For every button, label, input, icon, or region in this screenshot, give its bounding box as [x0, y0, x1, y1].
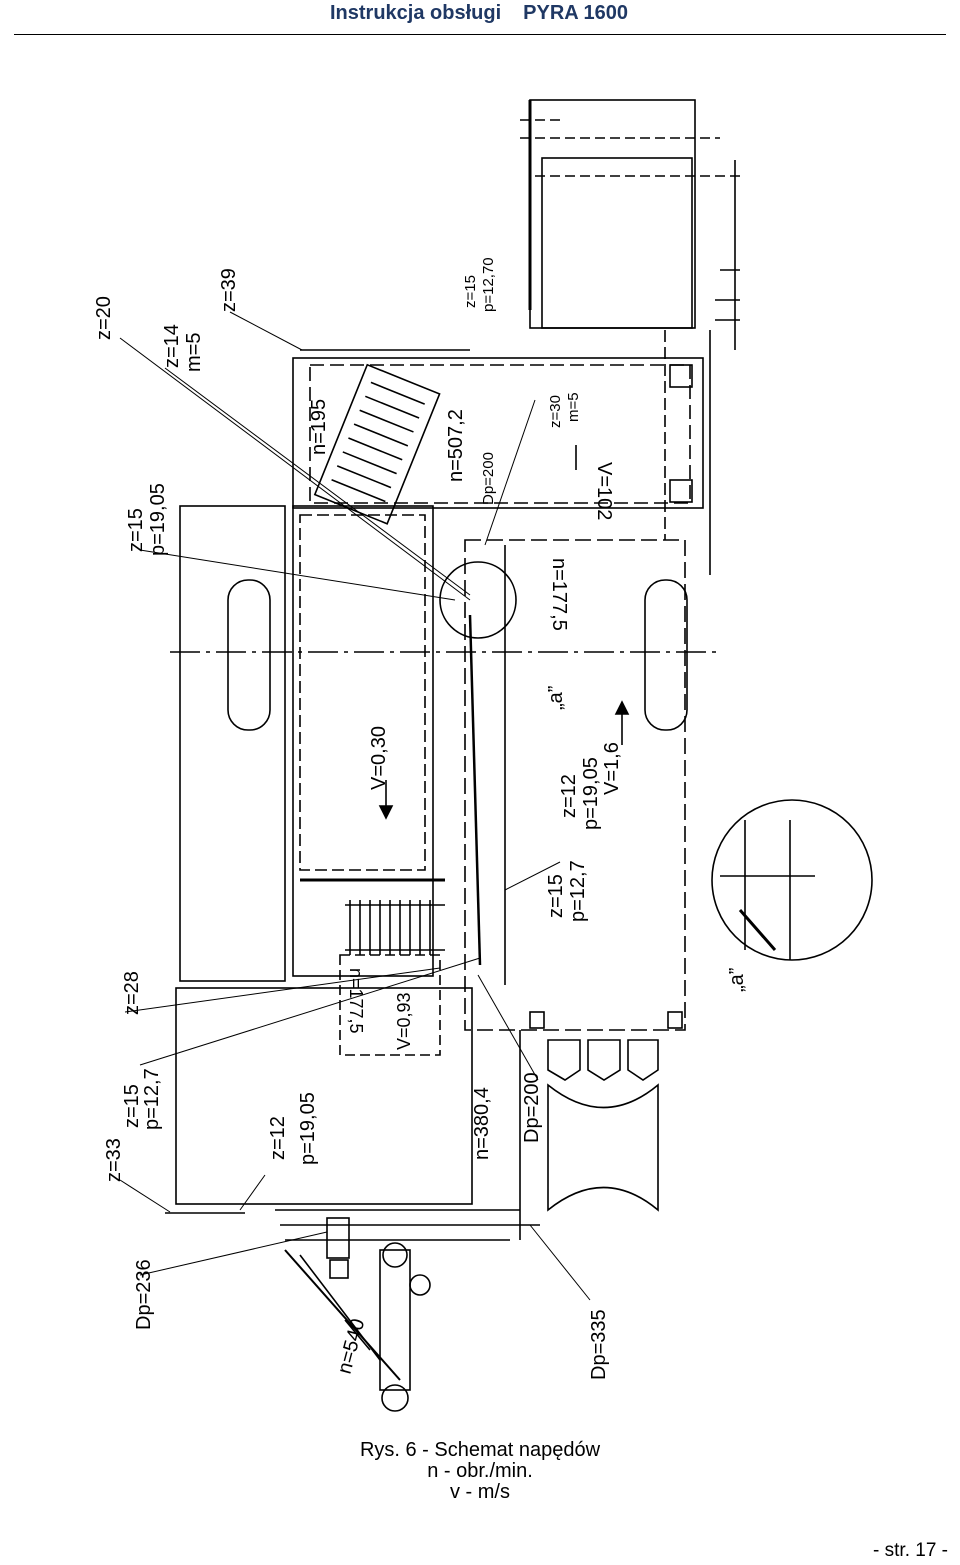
label-v093: V=0,93	[394, 992, 414, 1050]
label-z33: z=33	[103, 1138, 125, 1182]
upper-frame	[292, 357, 704, 509]
leader-dp335	[529, 1224, 591, 1301]
label-z12b: z=12	[267, 1116, 289, 1160]
right-wheel	[644, 579, 688, 731]
drive-schematic-drawing: z=20 z=14 m=5 z=39 z=15 p=12,70 n=195 n=…	[93, 99, 873, 1412]
label-p1905c: p=19,05	[297, 1092, 319, 1165]
center-frame	[292, 505, 434, 977]
caption-line-3: v - m/s	[450, 1481, 510, 1503]
motor-assembly	[284, 1217, 431, 1412]
right-box-1	[529, 1011, 545, 1029]
label-p1905a: p=19,05	[147, 483, 169, 556]
upper-frame-dashed	[309, 364, 691, 504]
left-frame	[179, 505, 286, 982]
leader-z12b	[239, 1174, 266, 1211]
detail-circle	[711, 799, 873, 961]
label-z15a: z=15	[462, 275, 479, 308]
comb-roller	[345, 900, 445, 955]
corner-box-1	[669, 364, 693, 388]
leader-dp200b	[477, 974, 539, 1081]
label-p1270: p=12,70	[480, 257, 497, 312]
label-z39: z=39	[218, 268, 240, 312]
leader-z39	[229, 311, 303, 351]
label-a-quote-2: „a”	[726, 968, 748, 992]
caption-line-1: Rys. 6 - Schemat napędów	[359, 1439, 601, 1461]
label-p127b: p=12,7	[141, 1068, 163, 1130]
page-number: - str. 17 -	[873, 1540, 948, 1561]
leader-z14	[164, 367, 471, 596]
label-z15c: z=15	[545, 874, 567, 918]
label-n3804: n=380,4	[471, 1087, 493, 1160]
label-z12a: z=12	[558, 774, 580, 818]
label-v102: V=102	[593, 462, 615, 520]
label-p127: p=12,7	[567, 860, 589, 922]
label-n5072: n=507,2	[445, 409, 467, 482]
label-n1775a: n=177,5	[548, 558, 570, 631]
label-n1775b: n=177,5	[346, 968, 366, 1034]
label-dp236: Dp=236	[133, 1259, 155, 1330]
label-dp200a: Dp=200	[480, 452, 497, 505]
label-z15d: z=15	[121, 1084, 143, 1128]
roller-bracket-3	[627, 1039, 659, 1081]
arrow-v030-head	[378, 805, 394, 820]
left-wheel	[227, 579, 271, 731]
leader-z28	[124, 967, 441, 1013]
roller-drum	[547, 1083, 659, 1212]
figure-caption: Rys. 6 - Schemat napędów n - obr./min. v…	[0, 1440, 960, 1503]
frame-top-outer	[529, 99, 696, 329]
frame-top-inner	[541, 157, 693, 329]
header-title-left: Instrukcja obsługi	[330, 2, 502, 24]
leader-z15b	[139, 549, 456, 601]
label-z14: z=14	[161, 324, 183, 368]
label-dp200b: Dp=200	[521, 1072, 543, 1143]
leader-z30	[484, 399, 536, 546]
label-m5: m=5	[183, 333, 205, 372]
right-box-2	[667, 1011, 683, 1029]
header-title-right: PYRA 1600	[523, 2, 629, 24]
leader-z15d	[139, 957, 481, 1066]
lower-center-box	[339, 954, 441, 1056]
leader-dp236	[139, 1231, 328, 1276]
header-title: Instrukcja obsługi PYRA 1600	[330, 2, 650, 25]
roller-bracket-2	[587, 1039, 621, 1081]
leader-z15c	[504, 861, 561, 891]
label-z28: z=28	[121, 971, 143, 1015]
main-chain	[468, 614, 482, 966]
label-m5b: m=5	[565, 392, 582, 422]
roller-bracket-1	[547, 1039, 581, 1081]
arrow-v16-head	[614, 700, 630, 715]
label-n540: n=540	[334, 1316, 370, 1376]
label-z20: z=20	[93, 296, 115, 340]
right-frame	[464, 539, 686, 1031]
page-header: Instrukcja obsługi PYRA 1600	[0, 0, 960, 36]
lower-left-frame	[175, 987, 473, 1205]
caption-line-2: n - obr./min.	[427, 1460, 533, 1482]
label-n195: n=195	[308, 399, 330, 455]
center-frame-dashed	[299, 514, 426, 871]
label-v16: V=1,6	[601, 742, 623, 795]
corner-box-2	[669, 479, 693, 503]
detail-arm	[738, 909, 777, 951]
leader-z33	[119, 1179, 171, 1213]
label-v030: V=0,30	[368, 726, 390, 790]
header-rule	[14, 34, 946, 35]
label-dp335: Dp=335	[588, 1309, 610, 1380]
slanted-elevator	[313, 363, 441, 525]
label-z30: z=30	[547, 395, 564, 428]
sprocket-circle	[439, 561, 517, 639]
label-p1905b: p=19,05	[580, 757, 602, 830]
label-z15b: z=15	[125, 508, 147, 552]
label-a-quote-1: „a”	[545, 686, 567, 710]
leader-z20	[119, 337, 471, 601]
